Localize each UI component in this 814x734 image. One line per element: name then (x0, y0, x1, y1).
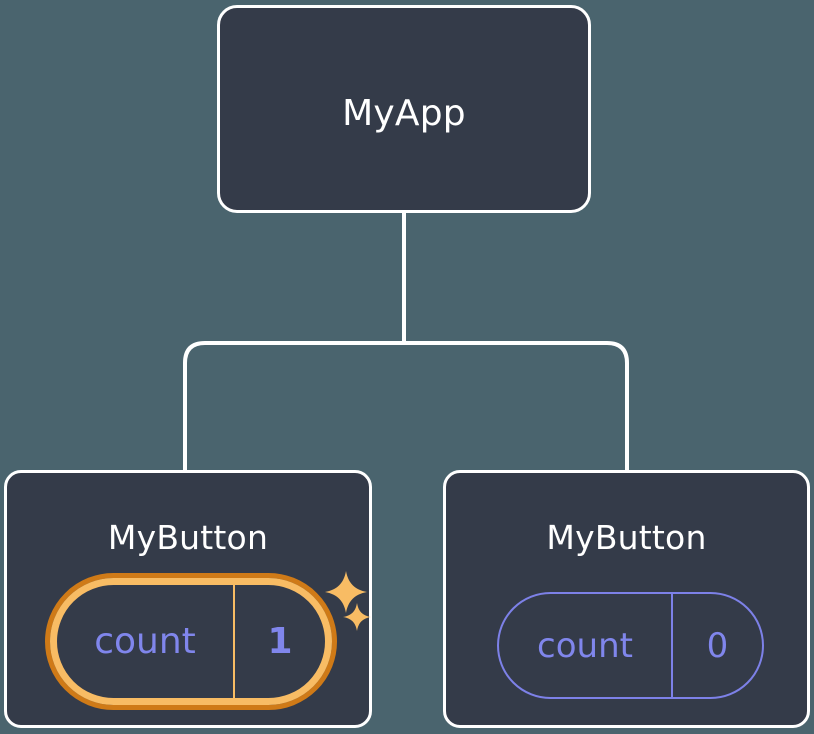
state-pill-count-inactive[interactable]: count 0 (497, 592, 764, 699)
state-key-label: count (537, 625, 633, 666)
component-node-myapp[interactable]: MyApp (217, 5, 591, 213)
component-node-label: MyButton (107, 518, 269, 557)
sparkle-icon-small (343, 603, 371, 631)
state-value-label: 1 (233, 585, 325, 698)
state-value-label: 0 (671, 594, 762, 697)
component-node-label: MyButton (546, 518, 707, 557)
component-node-mybutton-left[interactable]: MyButton count 1 (4, 470, 372, 728)
state-key-label: count (94, 620, 196, 662)
component-node-label: MyApp (342, 93, 466, 134)
component-node-mybutton-right[interactable]: MyButton count 0 (443, 470, 810, 728)
state-pill-count-active[interactable]: count 1 (50, 578, 332, 705)
state-pill-highlight-ring (45, 573, 337, 710)
sparkle-icon-large (325, 571, 367, 613)
